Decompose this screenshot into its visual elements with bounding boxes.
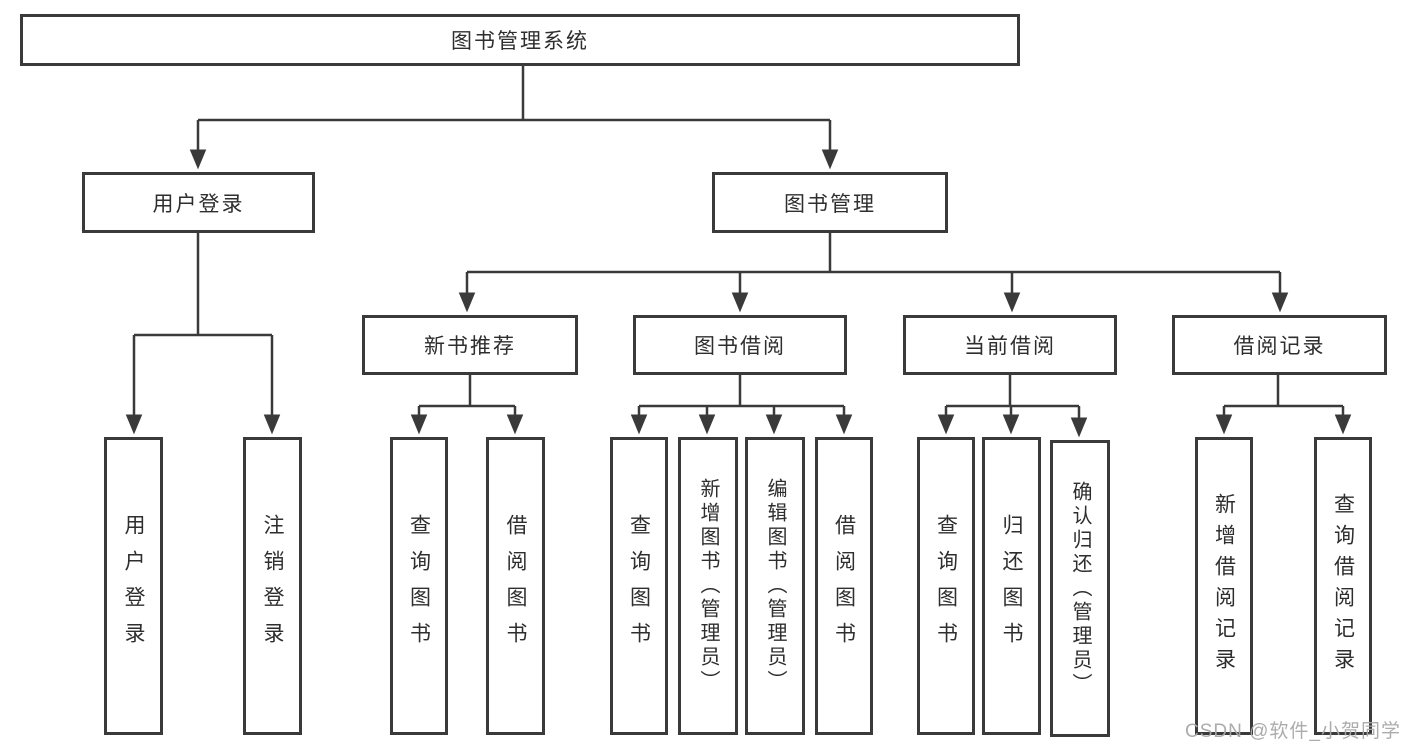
node-new-book-recommend: 新书推荐 <box>362 315 578 375</box>
node-current-borrowing: 当前借阅 <box>903 315 1117 375</box>
node-label: 新增借阅记录 <box>1212 493 1236 679</box>
node-book-management: 图书管理 <box>712 172 948 233</box>
leaf-add-borrow-record: 新增借阅记录 <box>1195 437 1253 735</box>
node-label: 查询借阅记录 <box>1331 493 1355 679</box>
leaf-query-borrow-record: 查询借阅记录 <box>1314 437 1372 735</box>
leaf-borrow-books-borrowing: 借阅图书 <box>815 437 873 735</box>
node-label: 查询图书 <box>407 514 431 658</box>
node-label: 图书管理系统 <box>451 30 589 53</box>
leaf-query-books-recommend: 查询图书 <box>390 437 448 735</box>
node-label: 用户登录 <box>122 514 145 658</box>
node-label: 借阅记录 <box>1233 335 1326 358</box>
node-label: 查询图书 <box>934 514 958 658</box>
watermark: CSDN @软件_小贺同学 <box>1185 721 1401 742</box>
node-label: 借阅图书 <box>504 514 527 658</box>
node-label: 编辑图书（管理员） <box>764 478 786 694</box>
leaf-add-book-admin: 新增图书（管理员） <box>678 437 738 735</box>
node-label: 归还图书 <box>1000 514 1023 658</box>
node-label: 用户登录 <box>152 192 245 216</box>
node-label: 借阅图书 <box>832 514 856 658</box>
node-user-login: 用户登录 <box>82 172 315 233</box>
node-label: 注销登录 <box>261 514 284 658</box>
node-root: 图书管理系统 <box>20 14 1020 66</box>
node-label: 图书管理 <box>784 192 876 216</box>
node-label: 确认归还（管理员） <box>1069 480 1091 697</box>
node-label: 图书借阅 <box>694 335 786 358</box>
node-book-borrowing: 图书借阅 <box>633 315 847 375</box>
node-label: 新增图书（管理员） <box>697 478 719 694</box>
leaf-user-login: 用户登录 <box>104 437 163 735</box>
node-label: 新书推荐 <box>424 335 516 358</box>
leaf-borrow-books-recommend: 借阅图书 <box>486 437 545 735</box>
leaf-return-book: 归还图书 <box>982 437 1041 735</box>
leaf-confirm-return-admin: 确认归还（管理员） <box>1050 440 1110 737</box>
leaf-query-books-borrowing: 查询图书 <box>610 437 668 735</box>
node-borrowing-records: 借阅记录 <box>1172 315 1387 375</box>
node-label: 查询图书 <box>627 514 651 658</box>
leaf-logout: 注销登录 <box>243 437 302 735</box>
leaf-edit-book-admin: 编辑图书（管理员） <box>745 437 805 735</box>
node-label: 当前借阅 <box>964 335 1056 358</box>
leaf-query-books-current: 查询图书 <box>917 437 975 735</box>
